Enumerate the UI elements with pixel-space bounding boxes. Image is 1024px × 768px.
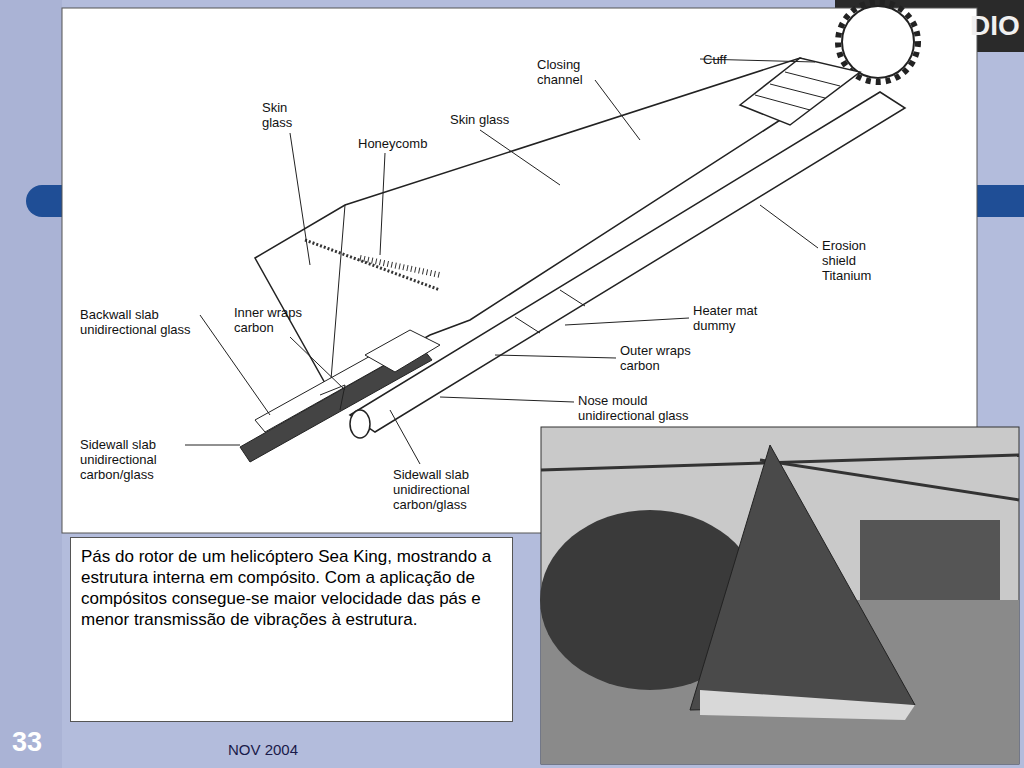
slide-number: 33 [12,726,58,758]
caption-text: Pás do rotor de um helicóptero Sea King,… [81,546,502,630]
part-label: Honeycomb [358,136,448,151]
caption-box: Pás do rotor de um helicóptero Sea King,… [70,537,513,722]
part-label: Outer wraps carbon [620,343,700,373]
part-label: Heater mat dummy [693,303,773,333]
part-label: Closing channel [537,57,599,87]
part-label: Skin glass [450,112,540,127]
slide-date: NOV 2004 [228,741,328,759]
part-label: Erosion shield Titanium [822,238,884,283]
part-label: Sidewall slab unidirectional carbon/glas… [80,437,182,482]
part-label: Sidewall slab unidirectional carbon/glas… [393,467,495,512]
part-label: Backwall slab unidirectional glass [80,307,215,337]
part-label: Skin glass [262,100,304,130]
part-label: Cuff [703,52,743,67]
logo-text: DIO [970,10,1020,42]
part-label: Nose mould unidirectional glass [578,393,713,423]
part-label: Inner wraps carbon [234,305,324,335]
